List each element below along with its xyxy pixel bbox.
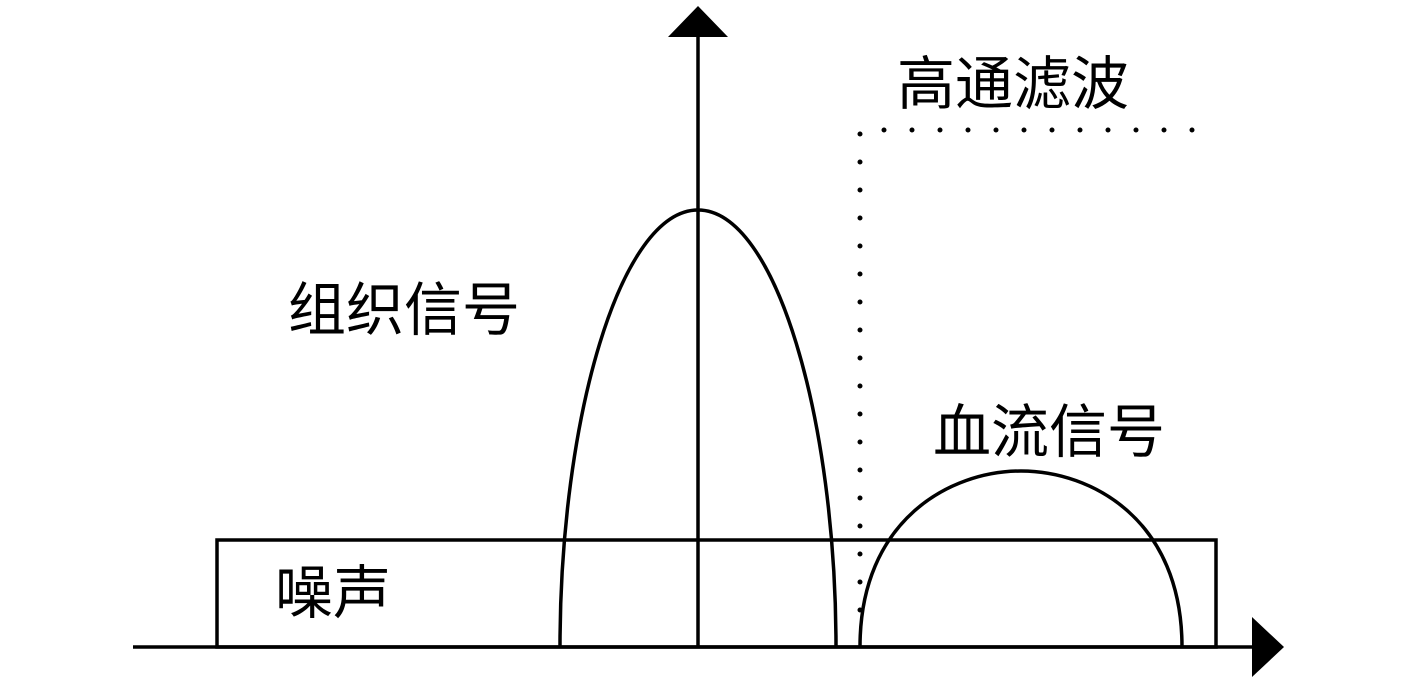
tissue-signal-label: 组织信号 — [288, 276, 520, 344]
x-axis-arrowhead — [1252, 617, 1284, 677]
noise-label: 噪声 — [275, 559, 391, 627]
high-pass-filter-label: 高通滤波 — [897, 50, 1129, 118]
tissue-signal-curve — [558, 208, 838, 648]
blood-flow-signal-label: 血流信号 — [933, 398, 1165, 466]
blood-flow-signal-curve — [858, 469, 1184, 648]
noise-band — [215, 538, 1218, 649]
high-pass-filter-boundary — [857, 127, 1221, 613]
y-axis-arrowhead — [668, 6, 728, 37]
